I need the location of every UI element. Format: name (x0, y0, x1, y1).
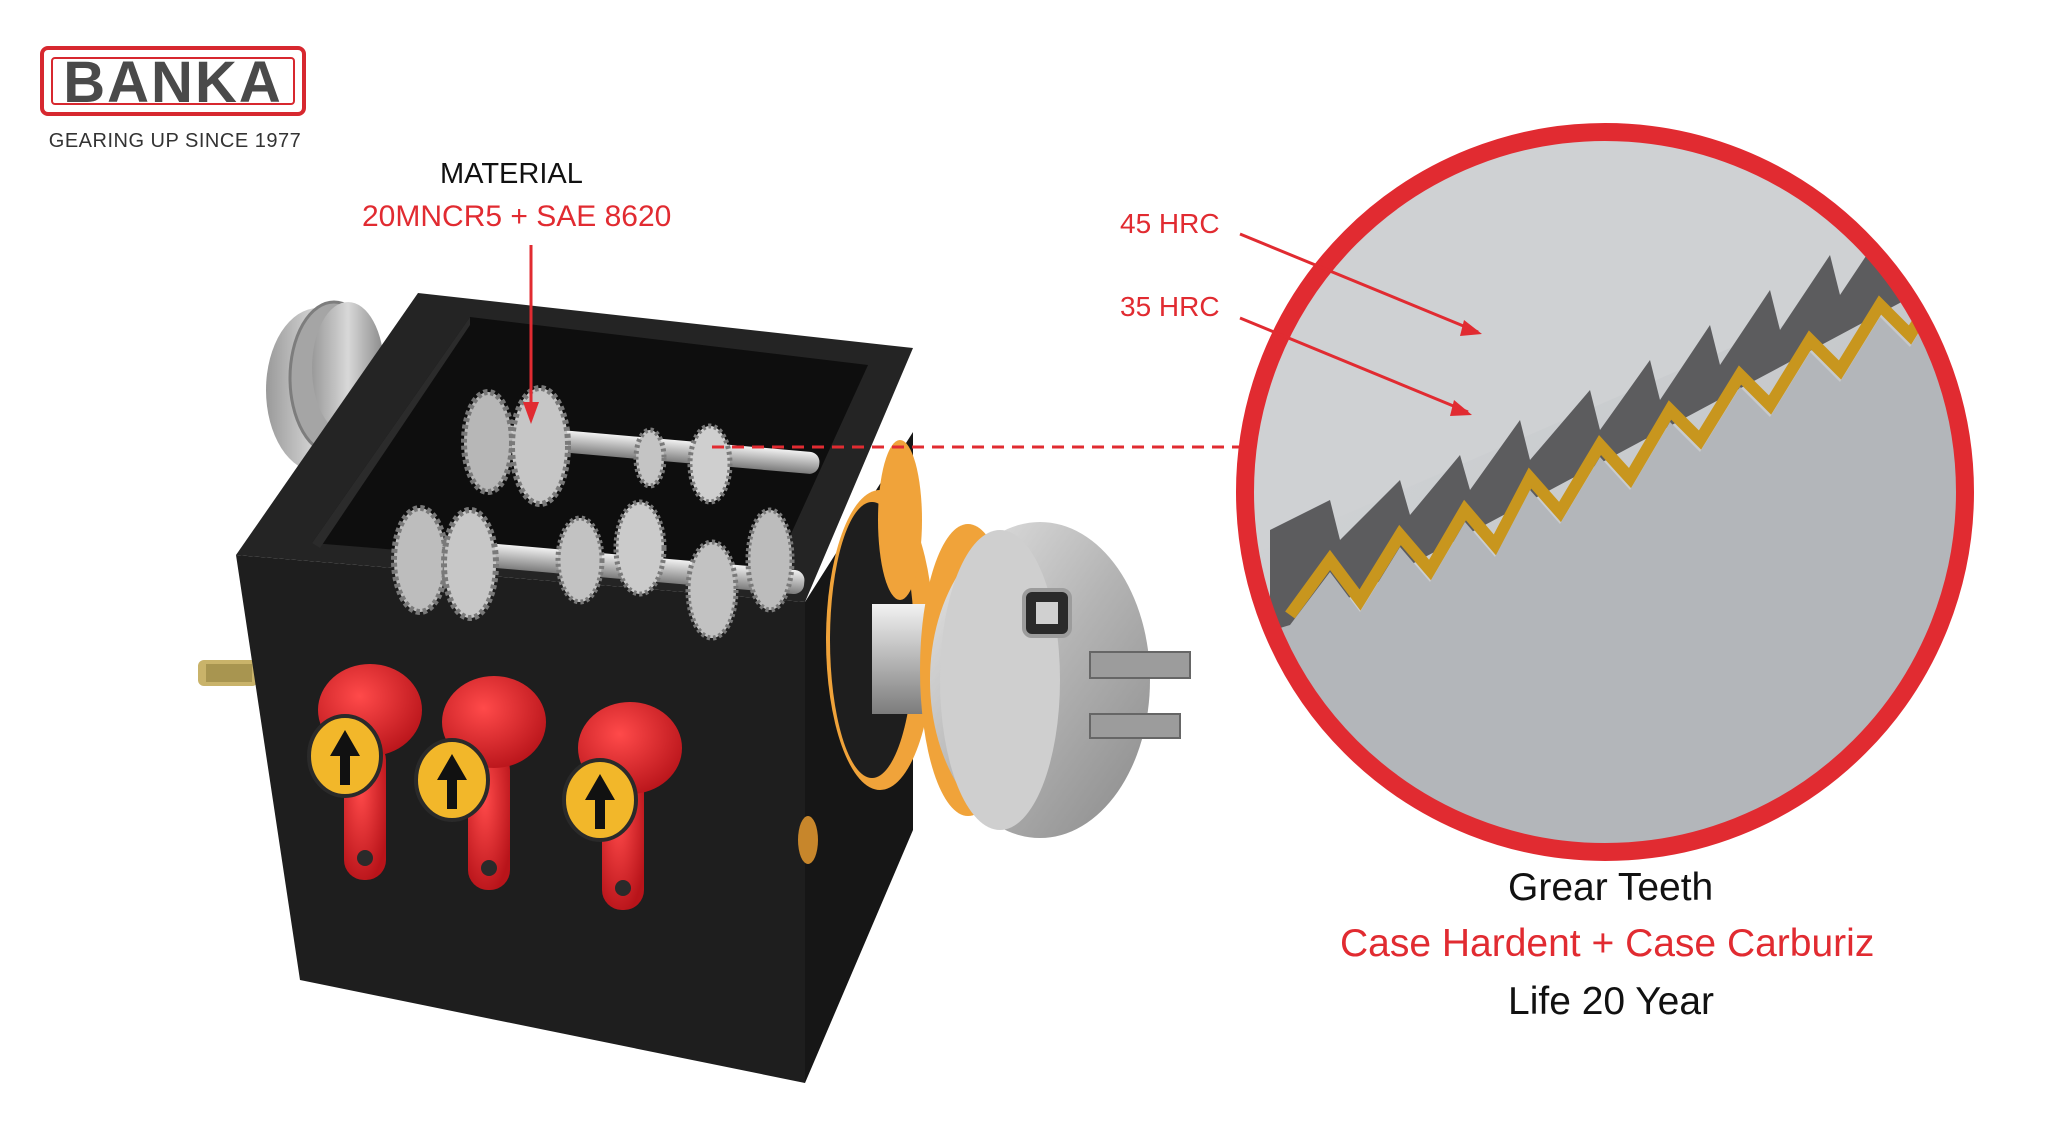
gear-lever-1 (307, 664, 422, 880)
rear-shaft (198, 660, 258, 686)
gear-lever-3 (562, 702, 682, 910)
material-value: 20MNCR5 + SAE 8620 (362, 200, 672, 233)
hrc45-arrow (1239, 232, 1479, 334)
side-port (798, 816, 818, 864)
tooth-magnifier (1236, 123, 1974, 861)
gear-teeth-treatment: Case Hardent + Case Carburiz (1340, 922, 1875, 965)
gear-teeth-life: Life 20 Year (1508, 980, 1715, 1023)
hrc-35-label: 35 HRC (1120, 291, 1220, 322)
internal-gears (391, 385, 820, 641)
hrc45-arrow-head (1460, 320, 1482, 336)
logo-brand-text: BANKA (63, 50, 283, 115)
logo-tagline: GEARING UP SINCE 1977 (48, 130, 302, 152)
gear-lever-2 (414, 676, 546, 890)
logo-frame: BANKA (40, 46, 306, 116)
hrc35-arrow-head (1450, 400, 1472, 416)
chuck-assembly (872, 522, 1191, 838)
material-title: MATERIAL (440, 158, 583, 190)
hrc35-arrow (1239, 316, 1469, 414)
brand-logo: BANKA GEARING UP SINCE 1977 (40, 46, 310, 166)
hrc-45-label: 45 HRC (1120, 208, 1220, 239)
gear-teeth-title: Grear Teeth (1508, 866, 1714, 909)
material-arrow-head (523, 402, 539, 424)
logo-inner-frame (51, 57, 295, 105)
